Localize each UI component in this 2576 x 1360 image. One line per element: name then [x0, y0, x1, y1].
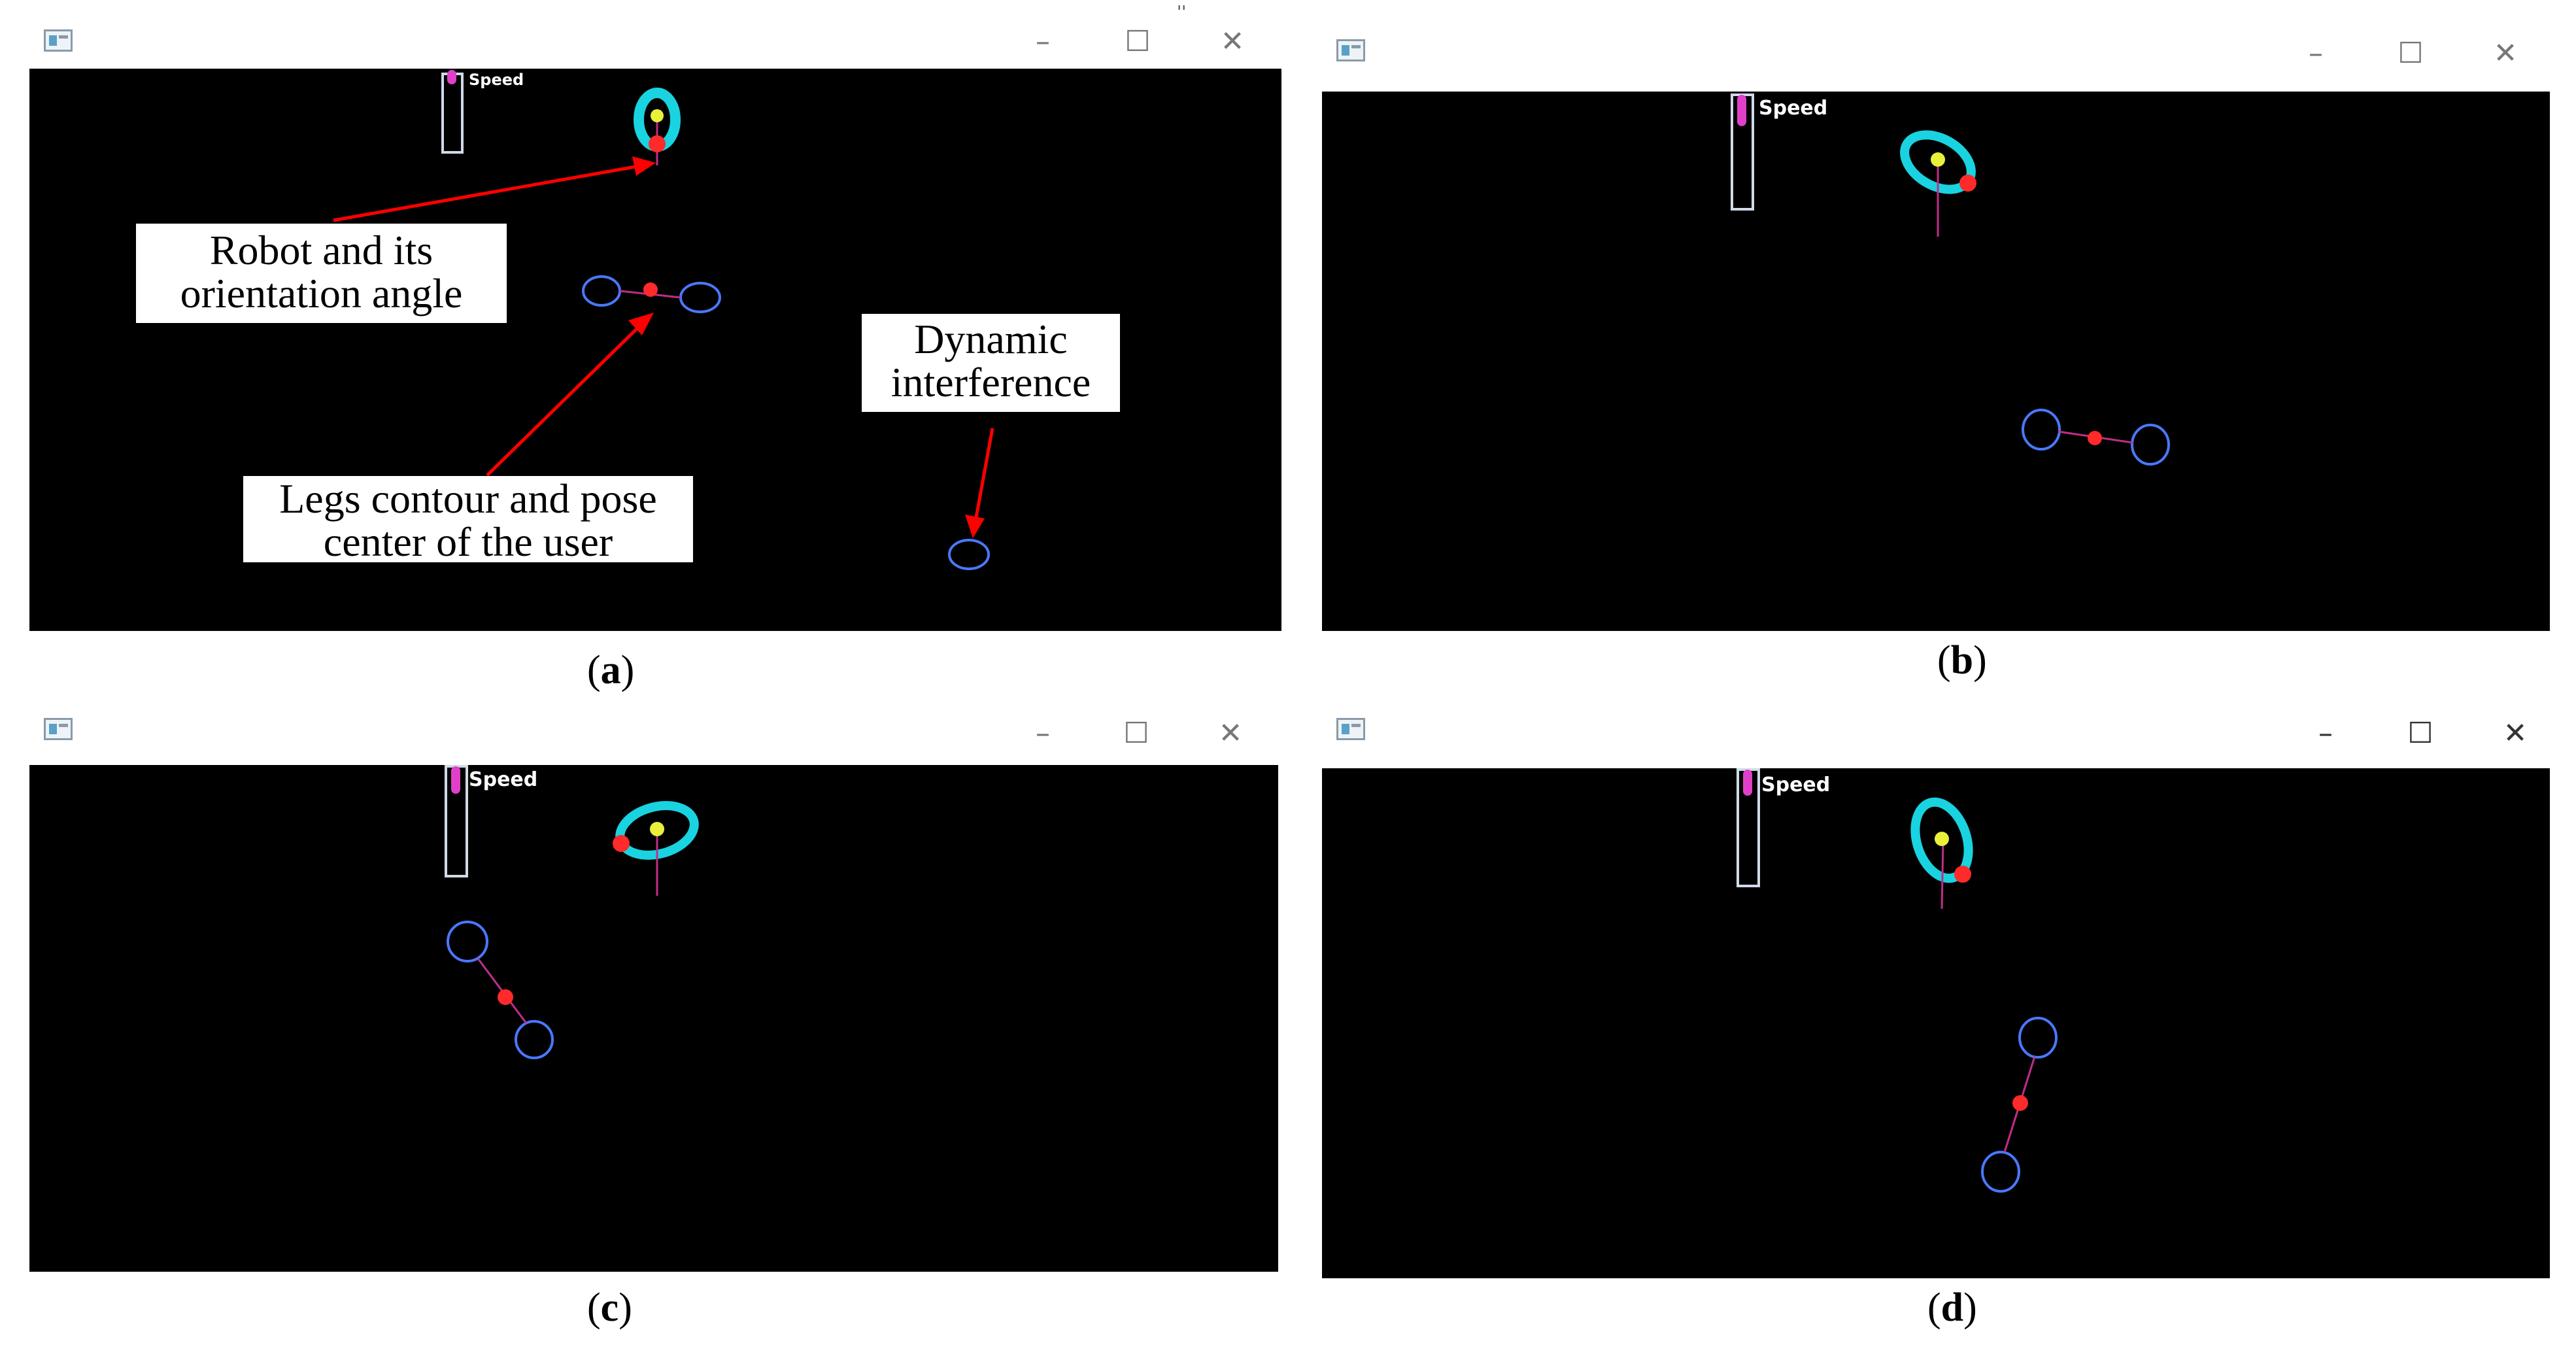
left-leg-contour	[2022, 409, 2061, 450]
scene-svg: Speed	[333, 70, 994, 570]
speed-label: Speed	[1759, 97, 1827, 120]
app-window-icon	[44, 718, 73, 740]
callout-legs: Legs contour and pose center of the user	[243, 475, 693, 565]
callout-dynamic-line2: interference	[890, 359, 1091, 405]
lower-leg-contour	[1981, 1151, 2020, 1193]
panel-b-window: – ☐ ✕ Speed	[1322, 26, 2550, 631]
callout-robot: Robot and its orientation angle	[136, 224, 507, 323]
speed-label: Speed	[469, 71, 524, 89]
caption-b-letter: b	[1950, 638, 1974, 683]
minimize-icon[interactable]: –	[2309, 37, 2323, 70]
scene-svg: Speed	[1731, 94, 2170, 466]
robot-center	[651, 109, 664, 122]
display-canvas: Speed	[29, 765, 1278, 1272]
callout-robot-line1: Robot and its	[209, 227, 433, 273]
robot-center	[650, 822, 664, 836]
caption-c: (c)	[587, 1285, 632, 1330]
arrow-legs	[486, 322, 643, 477]
minimize-icon[interactable]: –	[2318, 717, 2333, 750]
upper-leg-contour	[2018, 1017, 2058, 1059]
callout-legs-line2: center of the user	[323, 518, 613, 565]
speed-bar-frame	[1731, 94, 1754, 211]
pose-center	[2012, 1095, 2028, 1111]
arrowhead-legs	[628, 313, 654, 335]
close-icon[interactable]: ✕	[2503, 717, 2528, 750]
app-window-icon	[1336, 718, 1365, 740]
arrow-dynamic	[974, 428, 994, 522]
caption-d: (d)	[1927, 1285, 1977, 1330]
speed-label: Speed	[469, 768, 537, 791]
speed-bar-fill	[1737, 95, 1746, 126]
close-icon[interactable]: ✕	[1218, 717, 1243, 750]
pose-center	[498, 989, 513, 1005]
speed-bar-frame	[445, 765, 468, 877]
orientation-line	[1940, 840, 1944, 910]
caption-b: (b)	[1937, 638, 1987, 683]
speed-bar-frame	[1737, 768, 1760, 887]
caption-a-letter: a	[600, 648, 621, 692]
panel-d-window: – ☐ ✕ Speed	[1322, 706, 2550, 1278]
arrow-robot	[333, 163, 643, 222]
display-canvas: Speed	[1322, 92, 2550, 631]
pose-center	[643, 282, 658, 297]
app-window-icon	[44, 29, 73, 52]
title-bar: – ☐ ✕	[29, 706, 1278, 765]
arrowhead-robot	[632, 156, 656, 176]
maximize-icon[interactable]: ☐	[1123, 717, 1149, 750]
right-leg-contour	[679, 282, 721, 313]
dynamic-interference-contour	[948, 539, 990, 570]
callout-robot-line2: orientation angle	[180, 270, 463, 316]
left-leg-contour	[447, 921, 488, 962]
caption-c-letter: c	[600, 1285, 619, 1330]
maximize-icon[interactable]: ☐	[2398, 37, 2424, 70]
maximize-icon[interactable]: ☐	[2407, 717, 2433, 750]
display-canvas: Speed	[1322, 768, 2550, 1278]
robot-orientation-marker	[649, 135, 666, 152]
left-leg-contour	[582, 275, 621, 307]
callout-dynamic-line1: Dynamic	[914, 316, 1068, 362]
speed-bar-frame	[441, 73, 464, 154]
robot-orientation-marker	[1959, 175, 1976, 192]
minimize-icon[interactable]: –	[1036, 717, 1050, 750]
robot-orientation-marker	[613, 835, 630, 852]
scene-svg: Speed	[445, 765, 699, 1059]
title-bar: – ☐ ✕	[1322, 706, 2550, 768]
panel-c-window: – ☐ ✕ Speed	[29, 706, 1278, 1272]
robot-ellipse	[1910, 797, 1973, 883]
speed-label: Speed	[1761, 774, 1830, 796]
callout-dynamic: Dynamic interference	[862, 314, 1120, 412]
close-icon[interactable]: ✕	[1220, 25, 1245, 58]
minimize-icon[interactable]: –	[1036, 25, 1050, 58]
title-bar: – ☐ ✕	[29, 20, 1281, 69]
speed-bar-fill	[451, 766, 460, 794]
right-leg-contour	[2131, 424, 2170, 466]
maximize-icon[interactable]: ☐	[1125, 25, 1151, 58]
scene-svg: Speed	[1737, 768, 2058, 1193]
caption-d-letter: d	[1940, 1285, 1964, 1330]
pose-center	[2088, 431, 2102, 445]
caption-a: (a)	[587, 648, 635, 692]
right-leg-contour	[515, 1020, 554, 1059]
speed-bar-fill	[1743, 770, 1752, 796]
robot-center	[1935, 832, 1949, 846]
app-window-icon	[1336, 39, 1365, 61]
robot-orientation-marker	[1954, 866, 1971, 883]
title-bar: – ☐ ✕	[1322, 26, 2550, 92]
close-icon[interactable]: ✕	[2493, 37, 2518, 70]
arrowhead-dynamic	[965, 515, 985, 538]
callout-legs-line1: Legs contour and pose	[279, 475, 657, 522]
robot-center	[1931, 152, 1945, 167]
speed-bar-fill	[447, 70, 456, 84]
stray-marks: ''	[1177, 3, 1187, 22]
